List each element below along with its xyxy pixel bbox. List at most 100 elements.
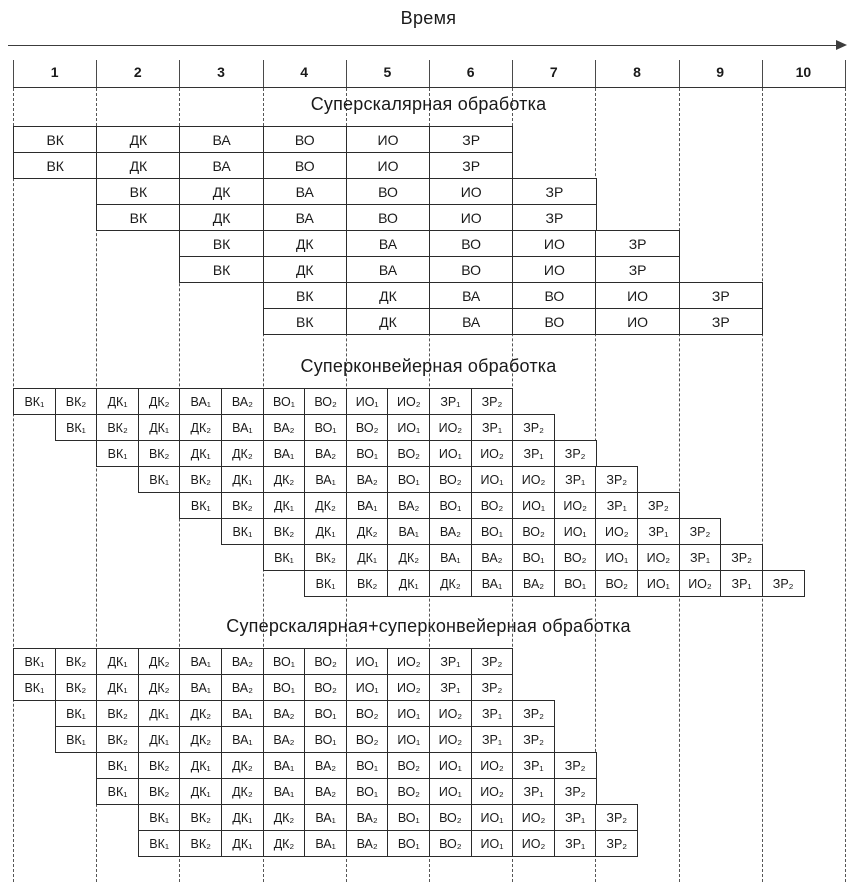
stage-cell: ДК [345,282,431,309]
stage-cell: ИО₂ [512,830,555,857]
stage-cell: ЗР₂ [470,388,514,415]
stage-cell: ИО [345,152,431,179]
stage-cell: ВА [428,282,514,309]
stage-cell: ВА₁ [304,830,347,857]
stage-cell: ЗР₁ [595,492,639,519]
stage-cell: ВО₂ [428,804,472,831]
stage-cell: ВК₂ [137,752,181,779]
stage-cell: ВО₂ [304,648,347,675]
stage-cell: ЗР₂ [595,466,639,493]
stage-cell: ДК₂ [137,388,181,415]
stage-cell: ИО₂ [428,726,472,753]
stage-cell: ЗР [429,152,514,179]
stage-cell: ЗР [678,308,763,335]
stage-cell: ИО₁ [428,752,472,779]
stage-cell: ВА₂ [262,726,306,753]
stage-cell: ВК₂ [179,830,223,857]
stage-cell: ИО [428,204,514,231]
time-axis-line [8,45,838,46]
stage-cell: ЗР₂ [553,752,597,779]
unit-gridline [845,88,846,882]
stage-cell: ВО [345,178,431,205]
stage-cell: ДК₁ [220,466,264,493]
time-label: 8 [633,64,641,80]
stage-cell: ИО₁ [345,674,389,701]
stage-cell: ДК₁ [137,700,181,727]
stage-cell: ВА₂ [262,700,306,727]
stage-cell: ВА [179,152,264,179]
stage-cell: ВА₁ [262,440,306,467]
stage-cell: ВК₂ [137,778,181,805]
stage-cell: ВО₂ [304,674,347,701]
stage-cell: ИО₂ [428,700,472,727]
stage-cell: ВА₁ [304,804,347,831]
stage-cell: ВО₁ [304,726,347,753]
stage-cell: ВК₁ [137,804,181,831]
stage-cell: ВО₁ [470,518,514,545]
stage-cell: ДК₂ [262,830,306,857]
stage-cell: ВК [96,204,181,231]
stage-cell: ЗР₂ [470,648,514,675]
stage-cell: ВК₁ [13,648,56,675]
stage-cell: ИО₁ [470,830,514,857]
stage-cell: ДК [345,308,431,335]
axis-tick [845,60,846,87]
stage-cell: ВО [262,126,347,153]
stage-cell: ЗР [512,178,597,205]
stage-cell: ЗР₂ [678,518,722,545]
time-label: 3 [217,64,225,80]
stage-cell: ДК₁ [220,804,264,831]
stage-cell: ВК [96,178,181,205]
stage-cell: ВО₁ [345,778,389,805]
section-title: Суперконвейерная обработка [300,356,557,376]
stage-cell: ДК₂ [262,804,306,831]
stage-cell: ВА₁ [262,752,306,779]
time-axis-arrowhead-icon [836,40,847,50]
stage-cell: ВО₁ [262,388,306,415]
stage-cell: ВО₂ [428,466,472,493]
stage-cell: ИО [595,282,680,309]
stage-cell: ВА [262,204,347,231]
stage-cell: ВА₂ [262,414,306,441]
stage-cell: ВО₁ [387,466,431,493]
stage-cell: ДК₂ [262,466,306,493]
stage-cell: ИО₂ [512,804,555,831]
stage-cell: ДК₂ [304,492,347,519]
stage-cell: ИО [595,308,680,335]
stage-cell: ИО₂ [636,544,680,571]
stage-cell: ВК₂ [54,388,98,415]
stage-cell: ВК [13,126,98,153]
stage-cell: ИО₂ [470,778,514,805]
stage-cell: ИО₂ [387,674,431,701]
stage-cell: ДК [262,256,347,283]
stage-cell: ДК [179,204,264,231]
unit-gridline [96,88,98,882]
axis-tick [262,60,264,87]
stage-cell: ДК₁ [179,778,223,805]
stage-cell: ИО [345,126,431,153]
stage-cell: ВО₁ [262,648,306,675]
stage-cell: ВО [262,152,347,179]
stage-cell: ЗР₂ [720,544,763,571]
stage-cell: ВО₁ [262,674,306,701]
stage-cell: ЗР [595,230,680,257]
stage-cell: ВК₁ [137,466,181,493]
stage-cell: ДК₂ [179,700,223,727]
stage-cell: ВК₁ [54,726,98,753]
stage-cell: ВА₂ [387,492,431,519]
stage-cell: ЗР₁ [512,752,555,779]
stage-cell: ДК₂ [220,778,264,805]
stage-cell: ВА₁ [220,726,264,753]
stage-cell: ВК₂ [262,518,306,545]
stage-cell: ДК₁ [179,440,223,467]
stage-cell: ЗР₁ [429,388,472,415]
